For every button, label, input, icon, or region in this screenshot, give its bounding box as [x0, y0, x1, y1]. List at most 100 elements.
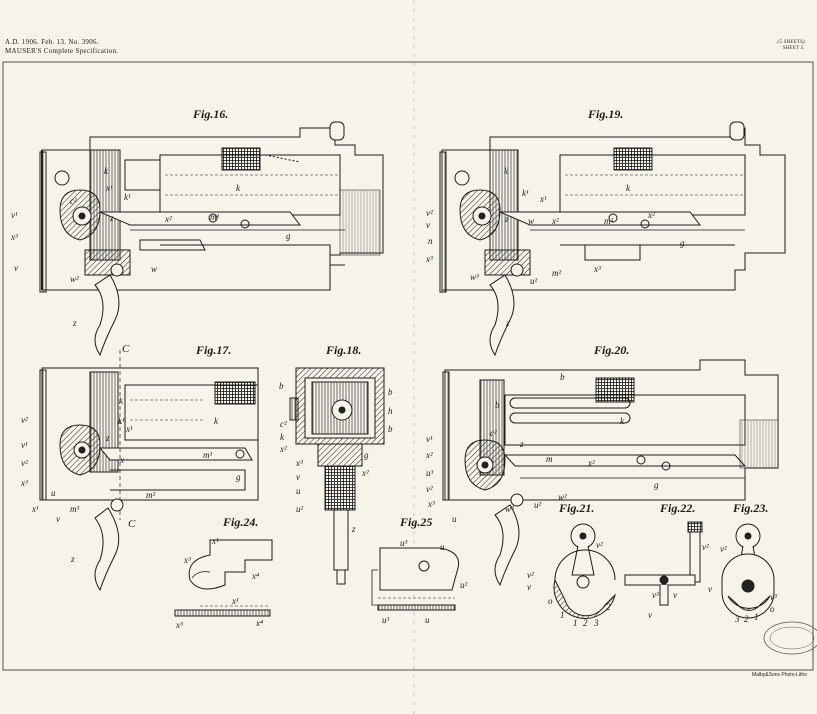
svg-text:m³: m³	[70, 504, 79, 514]
svg-text:b: b	[388, 387, 393, 397]
svg-text:x³: x³	[175, 620, 183, 630]
svg-text:v²: v²	[426, 484, 433, 494]
svg-text:k: k	[626, 183, 631, 193]
svg-text:g: g	[286, 231, 291, 241]
fig19-drawing	[439, 121, 786, 357]
svg-text:w²: w²	[558, 492, 567, 502]
fig24-drawing	[174, 539, 273, 617]
svg-text:1: 1	[754, 612, 759, 622]
svg-text:2: 2	[744, 614, 749, 624]
svg-text:z: z	[70, 554, 75, 564]
svg-text:k: k	[104, 166, 109, 176]
svg-text:x²: x²	[425, 450, 433, 460]
svg-text:k¹: k¹	[118, 416, 125, 426]
svg-text:x³: x³	[295, 458, 303, 468]
svg-text:v²: v²	[426, 208, 433, 218]
svg-text:u: u	[51, 488, 56, 498]
fig21-drawing	[553, 523, 616, 619]
svg-text:b: b	[279, 381, 284, 391]
svg-text:u³: u³	[382, 615, 390, 625]
sheet-count: (5 SHEETS) SHEET 5.	[777, 40, 805, 52]
svg-text:c²: c²	[70, 196, 77, 206]
sheet-count-current: SHEET 5.	[782, 46, 805, 51]
svg-text:w: w	[151, 264, 157, 274]
fig25-drawing	[371, 547, 460, 611]
svg-text:b: b	[560, 372, 565, 382]
svg-text:c²: c²	[490, 428, 497, 438]
svg-text:x¹: x¹	[231, 596, 239, 606]
svg-text:v²: v²	[21, 458, 28, 468]
svg-text:z: z	[351, 524, 356, 534]
svg-text:g: g	[236, 472, 241, 482]
svg-text:x⁴: x⁴	[251, 571, 259, 581]
figure-label-19: Fig.19.	[588, 107, 624, 121]
svg-text:h: h	[388, 406, 393, 416]
svg-text:3: 3	[593, 618, 599, 628]
svg-text:c²: c²	[280, 419, 287, 429]
svg-text:m²: m²	[146, 490, 155, 500]
svg-text:w³: w³	[470, 272, 479, 282]
svg-text:v: v	[527, 582, 531, 592]
svg-text:x³: x³	[20, 478, 28, 488]
library-stamp	[763, 621, 817, 655]
svg-text:v¹: v¹	[21, 440, 28, 450]
figure-label-18: Fig.18.	[326, 343, 362, 357]
svg-text:x³: x³	[183, 555, 191, 565]
svg-text:u²: u²	[296, 504, 304, 514]
svg-text:k¹: k¹	[124, 192, 131, 202]
svg-text:z: z	[105, 433, 110, 443]
header-date-number: A.D. 1906. Feb. 13. No. 3906.	[5, 38, 99, 46]
svg-text:2: 2	[583, 618, 588, 628]
svg-text:b: b	[388, 424, 393, 434]
svg-text:x²: x²	[551, 216, 559, 226]
svg-text:u: u	[440, 542, 445, 552]
svg-text:z: z	[505, 318, 510, 328]
section-mark-top: C	[122, 343, 130, 355]
svg-text:k: k	[236, 183, 241, 193]
figure-label-23: Fig.23.	[733, 501, 769, 515]
svg-text:x²: x²	[361, 468, 369, 478]
sheet-count-total: (5 SHEETS)	[777, 40, 805, 45]
svg-text:x¹: x¹	[125, 424, 133, 434]
svg-text:z: z	[72, 318, 77, 328]
svg-text:k: k	[119, 396, 124, 406]
sheet-header: A.D. 1906. Feb. 13. No. 3906. MAUSER'S C…	[5, 38, 118, 56]
svg-text:u²: u²	[530, 276, 538, 286]
svg-text:v: v	[673, 590, 677, 600]
svg-text:x³: x³	[427, 499, 435, 509]
svg-text:u²: u²	[460, 580, 468, 590]
svg-text:m¹: m¹	[210, 212, 219, 222]
figure-label-24: Fig.24.	[223, 515, 259, 529]
svg-text:x³: x³	[425, 254, 433, 264]
svg-text:z: z	[519, 439, 524, 449]
fig23-drawing	[721, 523, 775, 619]
svg-text:g: g	[654, 480, 659, 490]
svg-text:v²: v²	[702, 542, 709, 552]
figure-label-17: Fig.17.	[196, 343, 232, 357]
svg-text:1: 1	[573, 618, 578, 628]
svg-text:v³: v³	[770, 592, 777, 602]
svg-text:v: v	[56, 514, 60, 524]
svg-text:v¹: v¹	[11, 210, 18, 220]
svg-text:b: b	[495, 400, 500, 410]
svg-text:g: g	[680, 238, 685, 248]
fig16-drawing	[39, 121, 384, 357]
fig18-drawing	[289, 367, 385, 585]
svg-text:v²: v²	[596, 540, 603, 550]
svg-text:u: u	[425, 615, 430, 625]
section-mark-bottom: C	[128, 518, 136, 530]
figure-label-20: Fig.20.	[594, 343, 630, 357]
figure-label-25: Fig.25	[400, 515, 433, 529]
svg-text:x²: x²	[647, 210, 655, 220]
svg-text:k: k	[280, 432, 285, 442]
fig20-drawing	[442, 359, 779, 587]
